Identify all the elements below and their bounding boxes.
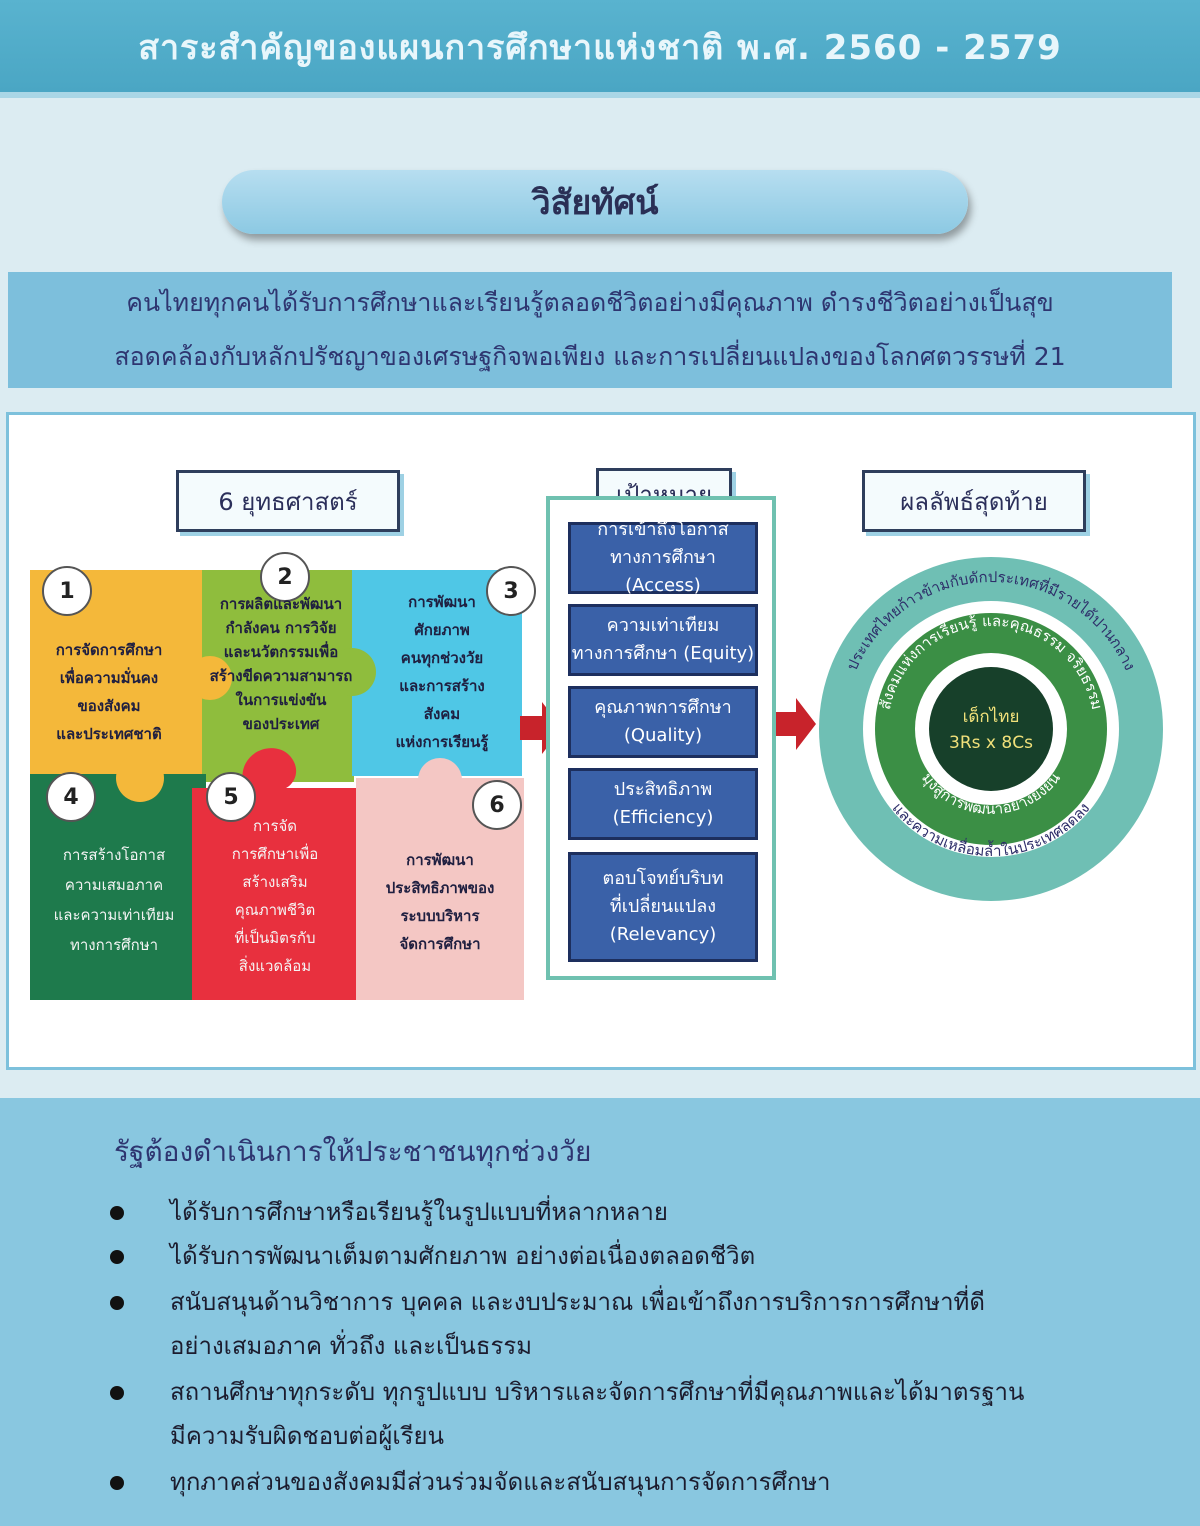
vision-line-1: คนไทยทุกคนได้รับการศึกษาและเรียนรู้ตลอดช… (126, 288, 1054, 317)
piece-6 (356, 778, 524, 1000)
vision-heading-label: วิสัยทัศน์ (531, 183, 659, 223)
strategy-3-number: 3 (486, 566, 536, 616)
vision-line-2: สอดคล้องกับหลักปรัชญาของเศรษฐกิจพอเพียง … (114, 342, 1066, 371)
strategy-puzzle (30, 570, 524, 1000)
strategy-4-text: การสร้างโอกาสความเสมอภาคและความเท่าเทียม… (53, 846, 175, 954)
bullet-icon (110, 1386, 124, 1400)
state-duties-section (0, 1098, 1200, 1526)
state-duties-title: รัฐต้องดำเนินการให้ประชาชนทุกช่วงวัย (114, 1135, 592, 1168)
center-label-2: 3Rs x 8Cs (949, 733, 1033, 753)
strategy-6-number: 6 (472, 780, 522, 830)
strategy-1-text: การจัดการศึกษาเพื่อความมั่นคงของสังคมและ… (55, 641, 163, 743)
outcome-heading: ผลลัพธ์สุดท้าย (862, 470, 1086, 532)
goal-efficiency: ประสิทธิภาพ(Efficiency) (568, 768, 758, 840)
strategy-6-text: การพัฒนาประสิทธิภาพของระบบบริหารจัดการศึ… (385, 851, 495, 953)
goal-access: การเข้าถึงโอกาสทางการศึกษา (Access) (568, 519, 758, 596)
strategy-2-text: การผลิตและพัฒนากำลังคน การวิจัยและนวัตกร… (209, 595, 353, 733)
outcome-rings: ประเทศไทยก้าวข้ามกับดักประเทศที่มีรายได้… (819, 557, 1163, 901)
arrow-to-outcome (774, 698, 816, 750)
bullet-icon (110, 1250, 124, 1264)
goal-equity: ความเท่าเทียมทางการศึกษา (Equity) (568, 604, 758, 676)
strategies-heading: 6 ยุทธศาสตร์ (176, 470, 400, 532)
strategy-4-number: 4 (46, 772, 96, 822)
strategy-1-number: 1 (42, 566, 92, 616)
header-bar: สาระสำคัญของแผนการศึกษาแห่งชาติ พ.ศ. 256… (0, 0, 1200, 98)
goal-quality: คุณภาพการศึกษา(Quality) (568, 686, 758, 758)
bullet-icon (110, 1206, 124, 1220)
strategy-5-number: 5 (206, 772, 256, 822)
strategy-5-text: การจัดการศึกษาเพื่อสร้างเสริมคุณภาพชีวิต… (231, 817, 319, 975)
vision-statement: คนไทยทุกคนได้รับการศึกษาและเรียนรู้ตลอดช… (8, 272, 1172, 388)
strategy-2-number: 2 (260, 552, 310, 602)
goal-relevancy: ตอบโจทย์บริบทที่เปลี่ยนแปลง(Relevancy) (568, 852, 758, 962)
page-title: สาระสำคัญของแผนการศึกษาแห่งชาติ พ.ศ. 256… (138, 28, 1062, 68)
vision-heading: วิสัยทัศน์ (222, 170, 968, 234)
strategy-3-text: การพัฒนาศักยภาพคนทุกช่วงวัยและการสร้างสั… (395, 593, 489, 751)
bullet-icon (110, 1296, 124, 1310)
center-circle (929, 667, 1053, 791)
center-label-1: เด็กไทย (963, 705, 1020, 727)
bullet-icon (110, 1476, 124, 1490)
